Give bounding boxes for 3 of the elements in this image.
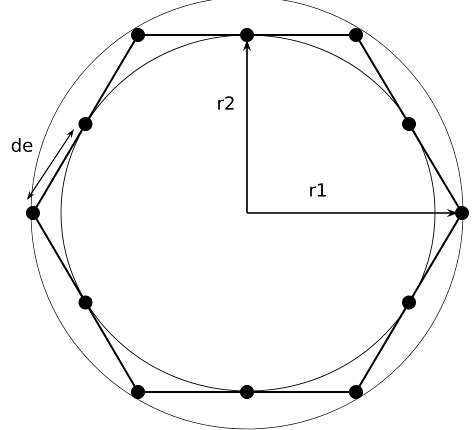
dimension-label: de [12,138,32,152]
dimension-label: r1 [310,183,326,197]
dimension-label: r2 [218,96,234,110]
